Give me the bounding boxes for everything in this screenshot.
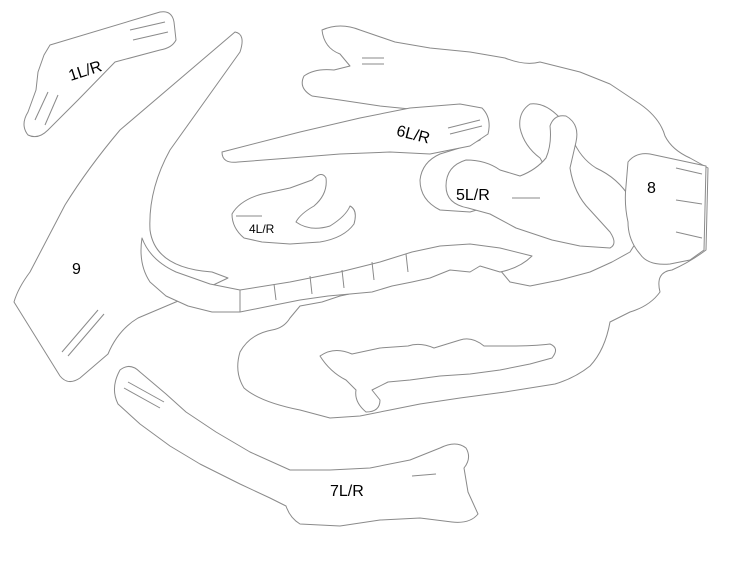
part-inner-lower: [319, 338, 556, 413]
part-label-8: 8: [647, 180, 656, 197]
part-skull: [237, 25, 709, 419]
part-1lr: 1L/R: [23, 11, 177, 138]
part-label-4lr: 4L/R: [249, 222, 275, 236]
part-4lr: 4L/R: [231, 174, 356, 245]
part-label-5lr: 5L/R: [456, 187, 490, 204]
part-jaw: [140, 237, 533, 313]
part-8: 8: [624, 153, 707, 265]
part-label-7lr: 7L/R: [330, 483, 364, 500]
part-7lr: 7L/R: [114, 366, 479, 527]
part-5lr: 5L/R: [445, 115, 615, 249]
part-label-9: 9: [72, 261, 81, 278]
part-6lr: 6L/R: [221, 103, 490, 163]
